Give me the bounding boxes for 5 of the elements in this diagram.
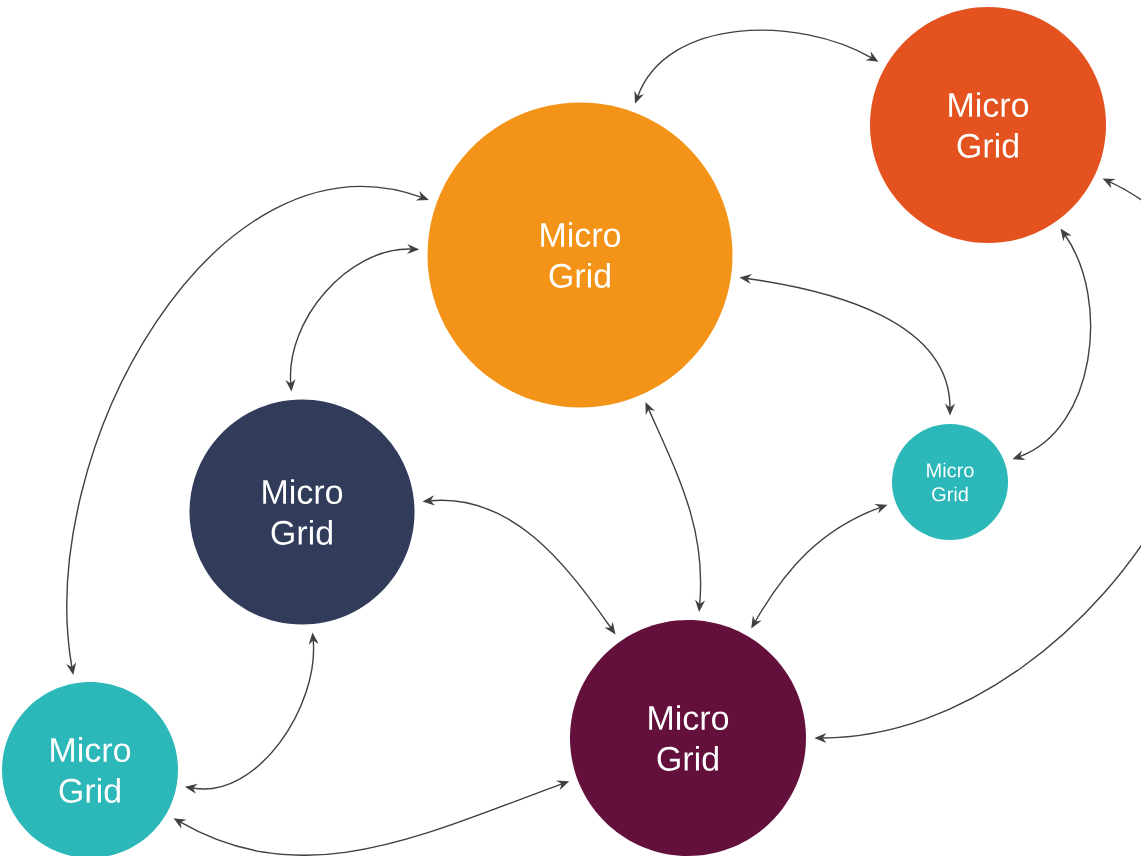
circle-node: Micro Grid <box>189 399 415 625</box>
circle-node: Micro Grid <box>427 102 733 408</box>
circle-node: Micro Grid <box>570 620 806 856</box>
circle-node: Micro Grid <box>870 7 1106 243</box>
circle-node: Micro Grid <box>892 424 1008 540</box>
